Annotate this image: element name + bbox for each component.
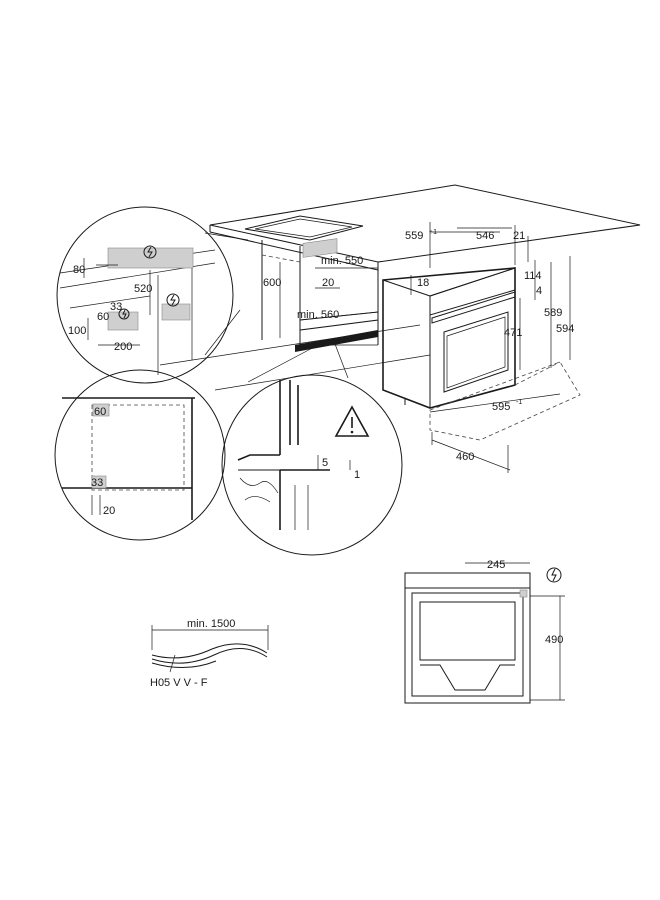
electric-icon: [143, 245, 157, 259]
dim-594: 594: [556, 323, 574, 335]
dim-min-550: min. 550: [321, 255, 363, 267]
kitchen-cabinet: [159, 184, 641, 391]
cable-length: min. 1500: [187, 618, 235, 630]
corner-33: 33: [91, 477, 103, 489]
dim-471: 471: [504, 327, 522, 339]
dim-4: 4: [536, 285, 542, 297]
corner-20: 20: [103, 505, 115, 517]
dim-18: 18: [417, 277, 429, 289]
cabinet-dimensions: 600 min. 550 20 min. 560: [263, 255, 379, 338]
dim-595-tol: -1: [516, 399, 522, 406]
oven: [382, 267, 581, 441]
dim-33: 33: [110, 301, 122, 313]
cable-type: H05 V V - F: [150, 677, 208, 689]
dim-546: 546: [476, 230, 494, 242]
dim-21: 21: [513, 230, 525, 242]
warning-triangle-icon: [334, 405, 370, 437]
dim-200: 200: [114, 341, 132, 353]
dim-60: 60: [97, 311, 109, 323]
front-dim-245: 245: [487, 559, 505, 571]
dim-589: 589: [544, 307, 562, 319]
electric-icon: [166, 293, 180, 307]
electric-icon: [118, 308, 130, 320]
dim-80: 80: [73, 264, 85, 276]
dim-595: 595: [492, 401, 510, 413]
dim-559: 559: [405, 230, 423, 242]
dim-559-tol: +1: [429, 229, 437, 236]
hob: [244, 215, 364, 241]
detail-circle-gap: 5 1: [221, 343, 403, 556]
corner-60: 60: [94, 406, 106, 418]
dim-114: 114: [524, 270, 542, 282]
detail-circle-corner: 60 33 20: [54, 369, 226, 541]
gap-5: 5: [322, 457, 328, 469]
oven-dimensions: 559 +1 546 21 114 4 589 594 471 18 595 -…: [405, 222, 574, 473]
dim-min-560: min. 560: [297, 309, 339, 321]
oven-front-view: 245 490: [404, 559, 565, 704]
gap-1: 1: [354, 469, 360, 481]
dim-460: 460: [456, 451, 474, 463]
electric-icon: [546, 567, 562, 583]
dim-600: 600: [263, 277, 281, 289]
detail-circle-connection: 80 60 520 33 100 200: [56, 206, 249, 384]
dim-20: 20: [322, 277, 334, 289]
dim-520: 520: [134, 283, 152, 295]
dim-100: 100: [68, 325, 86, 337]
power-cable: min. 1500 H05 V V - F: [150, 618, 269, 689]
front-dim-490: 490: [545, 634, 563, 646]
